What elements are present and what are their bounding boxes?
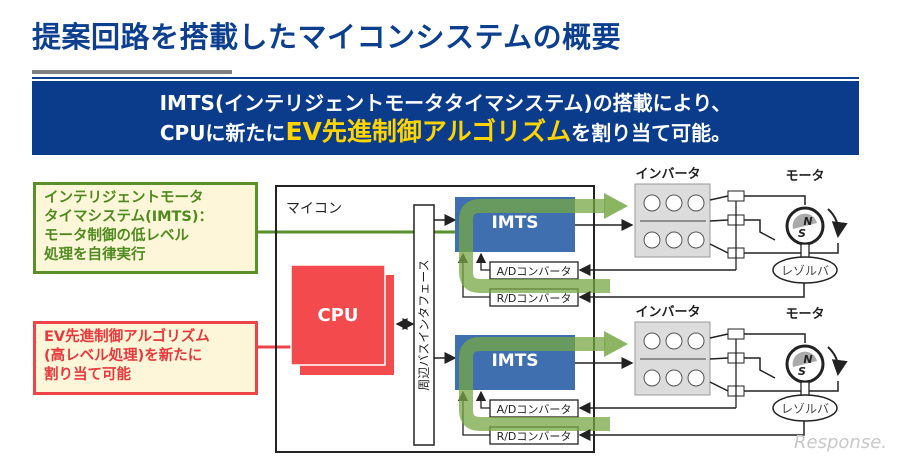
motor-shaft bbox=[800, 243, 810, 259]
control-flow-arrowhead bbox=[604, 331, 628, 357]
phase-v-wire bbox=[744, 357, 776, 379]
resolver-signal-line bbox=[578, 421, 805, 441]
ev-callout: EV先進制御アルゴリズム (高レベル処理)を新たに 割り当て可能 bbox=[33, 321, 258, 395]
bus-interface-label: 周辺バスインタフェース bbox=[417, 259, 431, 390]
igbt-switch-icon bbox=[643, 332, 661, 350]
north-pole-label: N bbox=[803, 353, 812, 366]
ad-feedback-arrow bbox=[475, 252, 490, 271]
motor-label: モータ bbox=[785, 169, 824, 184]
imts-callout: インテリジェントモータ タイマシステム(IMTS)： モータ制御の低レベル 処理… bbox=[33, 182, 258, 274]
south-pole-label: S bbox=[798, 227, 806, 240]
page-title: 提案回路を搭載したマイコンシステムの概要 bbox=[32, 20, 622, 54]
igbt-switch-icon bbox=[665, 332, 683, 350]
resolver-signal-line bbox=[578, 283, 805, 303]
watermark: Response. bbox=[794, 432, 887, 453]
phase-line bbox=[709, 195, 729, 201]
resolver-label: レゾルバ bbox=[781, 402, 829, 416]
current-sensor-icon bbox=[727, 190, 745, 202]
ev-callout-line: EV先進制御アルゴリズム bbox=[44, 329, 210, 345]
imts-callout-line: タイマシステム(IMTS)： bbox=[44, 209, 213, 225]
phase-u-wire bbox=[744, 195, 806, 205]
summary-banner: IMTS(インテリジェントモータタイマシステム)の搭載により、 CPUに新たにE… bbox=[32, 81, 859, 155]
control-flow-arrow bbox=[459, 199, 610, 293]
igbt-switch-icon bbox=[687, 231, 705, 249]
current-sensor-icon bbox=[727, 328, 745, 340]
resolver bbox=[772, 256, 838, 284]
igbt-switch-icon bbox=[643, 369, 661, 387]
banner-highlight: EV先進制御アルゴリズム bbox=[285, 117, 572, 146]
rotation-arrow bbox=[827, 208, 848, 238]
igbt-switch-icon bbox=[687, 194, 705, 212]
motor-rotor-north bbox=[792, 213, 817, 229]
inverter-label: インバータ bbox=[635, 167, 700, 182]
igbt-switch-icon bbox=[665, 369, 683, 387]
motor-rotor-north bbox=[792, 351, 817, 367]
rd-converter-label: R/Dコンバータ bbox=[497, 292, 572, 305]
phase-line bbox=[709, 333, 729, 339]
imts-label: IMTS bbox=[491, 351, 538, 371]
banner-line-2-post: を割り当て可能。 bbox=[571, 121, 732, 145]
ad-converter-label: A/Dコンバータ bbox=[497, 403, 572, 416]
phase-line bbox=[709, 357, 729, 360]
control-flow-arrow bbox=[459, 337, 610, 431]
south-pole-label: S bbox=[798, 365, 806, 378]
phase-w-wire bbox=[744, 243, 839, 254]
rd-converter-label: R/Dコンバータ bbox=[497, 430, 572, 443]
igbt-switch-icon bbox=[687, 332, 705, 350]
igbt-switch-icon bbox=[665, 194, 683, 212]
imts-callout-line: インテリジェントモータ bbox=[44, 190, 204, 206]
motor-shaft bbox=[800, 381, 810, 397]
title-underline bbox=[32, 77, 859, 79]
imts-callout-line: 処理を自律実行 bbox=[44, 247, 146, 263]
title-underline-accent bbox=[32, 70, 232, 74]
mcu-label: マイコン bbox=[286, 201, 342, 217]
inverter-label: インバータ bbox=[635, 305, 700, 320]
ad-feedback-arrow bbox=[475, 390, 490, 409]
igbt-switch-icon bbox=[643, 194, 661, 212]
igbt-switch-icon bbox=[665, 231, 683, 249]
ev-callout-line: (高レベル処理)を新たに bbox=[44, 348, 203, 364]
ev-callout-line: 割り当て可能 bbox=[44, 367, 131, 383]
phase-u-wire bbox=[744, 333, 806, 343]
resolver-label: レゾルバ bbox=[781, 264, 829, 278]
igbt-switch-icon bbox=[687, 369, 705, 387]
cpu-block bbox=[290, 264, 386, 366]
phase-w-wire bbox=[744, 381, 839, 392]
phase-line bbox=[709, 219, 729, 222]
phase-line bbox=[709, 381, 729, 392]
control-flow-arrowhead bbox=[604, 193, 628, 219]
banner-line-2-pre: CPUに新たに bbox=[159, 121, 286, 145]
phase-v-wire bbox=[744, 219, 776, 241]
bus-interface bbox=[413, 204, 435, 446]
motor-label: モータ bbox=[785, 307, 824, 322]
north-pole-label: N bbox=[803, 215, 812, 228]
imts-label: IMTS bbox=[491, 213, 538, 233]
cpu-label: CPU bbox=[317, 305, 358, 326]
phase-line bbox=[709, 243, 729, 254]
imts-callout-line: モータ制御の低レベル bbox=[44, 228, 189, 244]
banner-line-2: CPUに新たにEV先進制御アルゴリズムを割り当て可能。 bbox=[32, 117, 859, 148]
banner-line-1: IMTS(インテリジェントモータタイマシステム)の搭載により、 bbox=[159, 91, 732, 115]
ad-converter-label: A/Dコンバータ bbox=[497, 265, 572, 278]
rotation-arrow bbox=[827, 346, 848, 376]
resolver bbox=[772, 394, 838, 422]
igbt-switch-icon bbox=[643, 231, 661, 249]
mcu-box bbox=[275, 185, 595, 453]
